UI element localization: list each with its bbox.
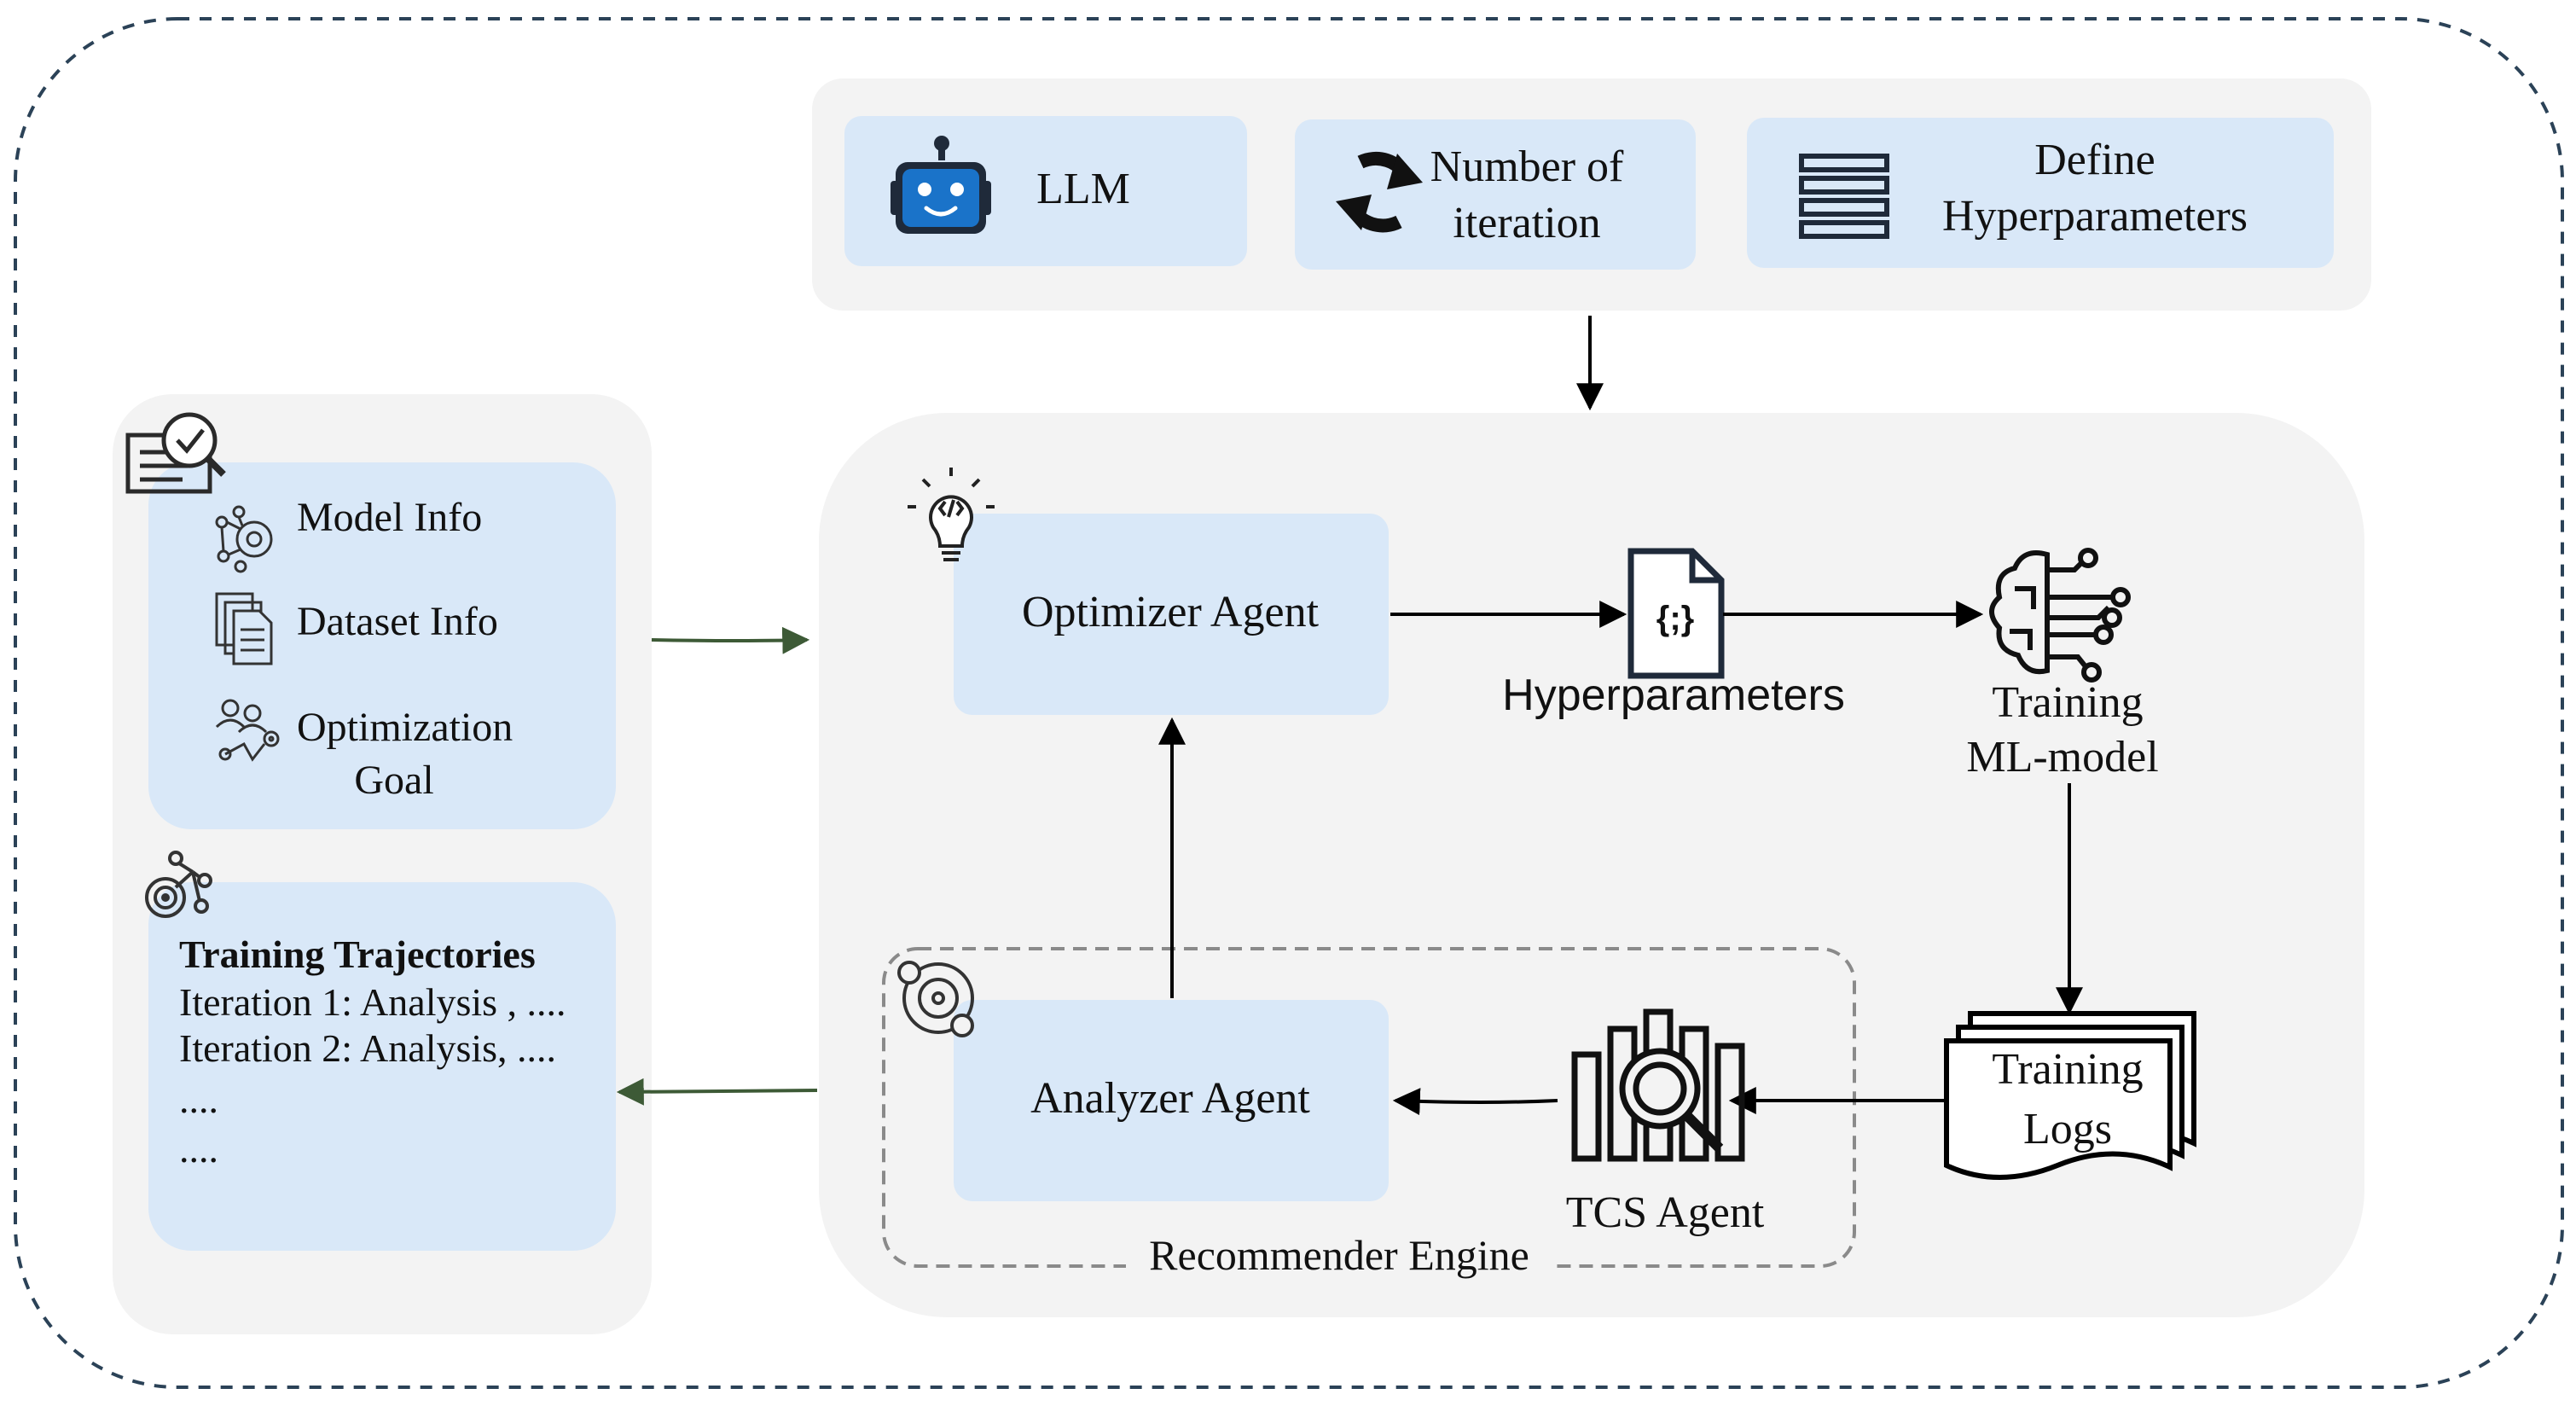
model-info-label: Model Info [297, 495, 482, 540]
robot-icon [891, 136, 991, 234]
refresh-icon [1336, 152, 1423, 233]
training-model-label-line2: ML-model [1966, 733, 2158, 781]
target-network-icon [145, 851, 212, 918]
neural-network-gear-icon [215, 505, 273, 573]
iterations-box: Number of iteration [1295, 119, 1696, 270]
arrow-engine-to-trajectories [616, 1078, 818, 1106]
dataset-info-label: Dataset Info [297, 599, 498, 644]
training-logs-icon [1944, 1011, 2196, 1180]
trajectories-box: Training Trajectories Iteration 1: Analy… [145, 851, 616, 1251]
hyperparameters-label: Hyperparameters [1502, 671, 1845, 720]
trajectory-line: Iteration 1: Analysis , .... [179, 980, 566, 1024]
info-box: Model Info Dataset Info Optimization Goa… [125, 412, 616, 829]
lightbulb-code-icon [908, 468, 995, 561]
trajectories-title: Training Trajectories [179, 932, 536, 976]
analyzer-agent-box: Analyzer Agent [954, 1000, 1389, 1201]
analytics-search-icon [1571, 1008, 1745, 1162]
code-file-icon: {;} [1627, 548, 1725, 679]
arrow-tcs-to-analyzer [1392, 1088, 1558, 1116]
recommender-engine-label: Recommender Engine [1149, 1231, 1529, 1279]
code-file-glyph: {;} [1656, 600, 1694, 637]
training-logs-label-line2: Logs [2023, 1105, 2112, 1153]
target-scan-icon [897, 961, 974, 1037]
trajectory-line: .... [179, 1127, 218, 1171]
documents-icon [215, 592, 273, 665]
iterations-label-line1: Number of [1430, 142, 1624, 191]
arrow-info-to-optimizer [651, 626, 810, 654]
report-search-icon [125, 412, 226, 494]
people-goal-icon [215, 699, 280, 762]
goal-label-line1: Optimization [297, 705, 513, 750]
brain-circuit-icon [1989, 548, 2131, 683]
list-icon [1799, 154, 1889, 239]
analyzer-agent-label: Analyzer Agent [1030, 1074, 1310, 1123]
training-model-label-line1: Training [1992, 678, 2143, 727]
define-hyperparameters-box: Define Hyperparameters [1747, 118, 2334, 268]
trajectory-line: Iteration 2: Analysis, .... [179, 1026, 556, 1070]
llm-box: LLM [844, 116, 1247, 266]
recommender-label-bg [1126, 1235, 1552, 1287]
iterations-label-line2: iteration [1453, 199, 1600, 247]
llm-label: LLM [1036, 165, 1130, 213]
optimizer-agent-label: Optimizer Agent [1022, 588, 1320, 636]
training-logs-label-line1: Training [1992, 1045, 2143, 1094]
outer-frame [14, 17, 2564, 1389]
define-label-line1: Define [2034, 136, 2155, 184]
optimizer-agent-box: Optimizer Agent [954, 514, 1389, 715]
define-label-line2: Hyperparameters [1942, 192, 2248, 241]
goal-label-line2: Goal [354, 758, 433, 803]
tcs-agent-label: TCS Agent [1566, 1188, 1765, 1237]
trajectory-line: .... [179, 1078, 218, 1121]
